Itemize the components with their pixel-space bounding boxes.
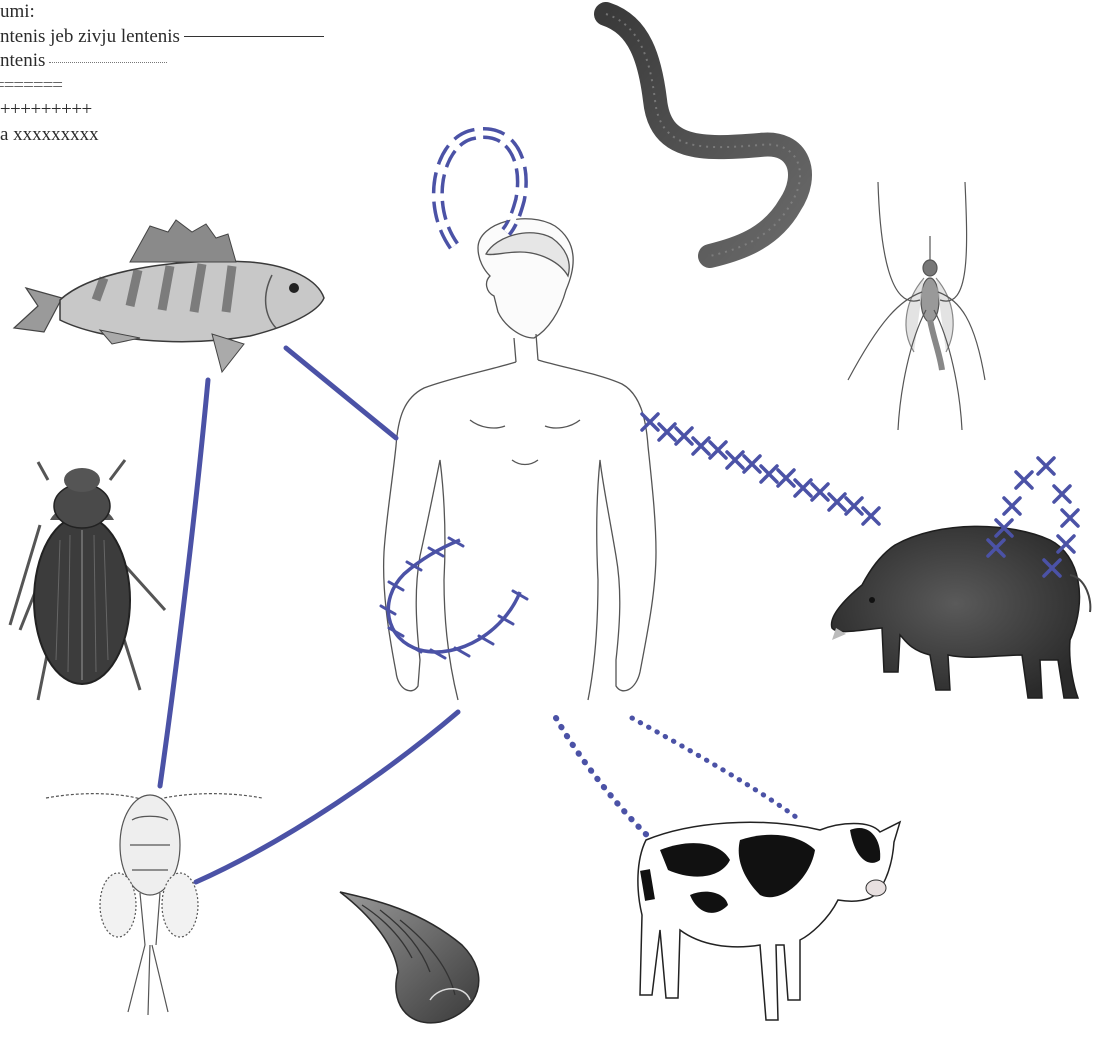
mosquito-icon xyxy=(848,182,985,430)
link-human-cow-a xyxy=(556,718,652,840)
link-copepod-human xyxy=(196,712,458,882)
link-human-boar-mark-12 xyxy=(846,498,862,514)
earthworm-icon xyxy=(606,14,800,256)
link-human-boar-mark-10 xyxy=(812,484,828,500)
link-human-boar-mark-3 xyxy=(693,438,709,454)
human-figure-icon xyxy=(384,219,656,700)
links-layer xyxy=(160,133,1078,882)
link-human-boar-mark-6 xyxy=(744,456,760,472)
link-human-boar-mark-2 xyxy=(676,428,692,444)
link-human-cow-b xyxy=(632,718,800,820)
link-human-boar-mark-11 xyxy=(829,494,845,510)
wild-boar-icon xyxy=(832,526,1091,698)
cow-icon xyxy=(638,822,900,1020)
link-boar-loop-mark-7 xyxy=(1058,536,1074,552)
link-human-perch xyxy=(286,348,396,438)
link-human-boar-mark-1 xyxy=(659,424,675,440)
link-human-boar-mark-9 xyxy=(795,480,811,496)
link-human-boar-mark-8 xyxy=(778,470,794,486)
link-perch-copepod xyxy=(160,380,208,786)
link-boar-loop-mark-5 xyxy=(1054,486,1070,502)
link-human-boar-mark-13 xyxy=(863,508,879,524)
link-human-boar-mark-7 xyxy=(761,466,777,482)
link-human-boar-mark-5 xyxy=(727,452,743,468)
perch-fish-icon xyxy=(14,220,324,372)
link-boar-loop-mark-3 xyxy=(1016,472,1032,488)
pond-snail-icon xyxy=(340,892,479,1023)
link-human-boar-mark-4 xyxy=(710,442,726,458)
copepod-icon xyxy=(46,794,262,1015)
link-boar-loop-mark-2 xyxy=(1004,498,1020,514)
link-human-plus-loop xyxy=(388,540,520,652)
link-human-plus-mark-2 xyxy=(479,636,493,644)
water-beetle-icon xyxy=(10,460,165,700)
link-boar-loop-mark-6 xyxy=(1062,510,1078,526)
link-boar-loop-mark-4 xyxy=(1038,458,1054,474)
